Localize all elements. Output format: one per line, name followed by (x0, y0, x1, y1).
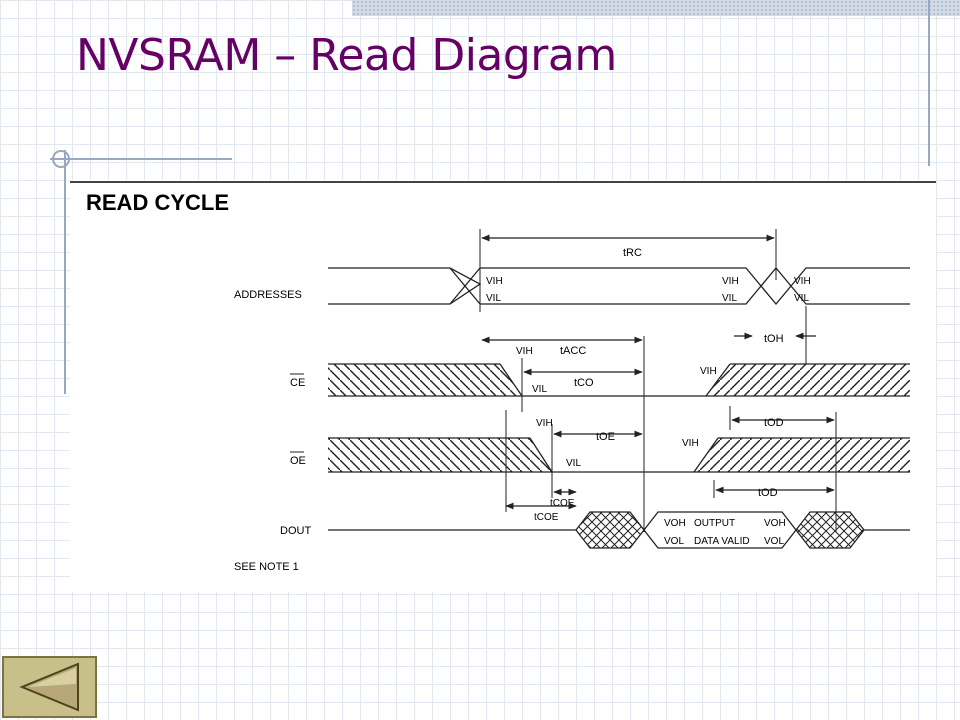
diagram-heading: READ CYCLE (86, 190, 229, 215)
read-cycle-diagram: READ CYCLE tRC ADDRESSES VIH VIL VIH VIL… (70, 180, 936, 592)
dout-transition-2 (795, 511, 865, 549)
toh-label: tOH (764, 333, 784, 345)
ce-vih-1: VIH (516, 346, 533, 357)
left-vertical-rule (64, 150, 66, 394)
addresses-wave-b (449, 267, 910, 306)
corner-circle-ornament (52, 150, 70, 168)
addr-vih-1: VIH (486, 276, 503, 287)
trc-label: tRC (623, 247, 642, 259)
left-triangle-icon (19, 662, 79, 712)
oe-fall (529, 437, 553, 473)
see-note-label: SEE NOTE 1 (234, 561, 299, 573)
back-button[interactable] (2, 656, 97, 718)
toe-label: tOE (596, 431, 615, 443)
tod1-label: tOD (764, 417, 784, 429)
right-vertical-rule (928, 0, 930, 166)
oe-hatch-right (694, 438, 910, 472)
tcoe-label-1: tCOE (550, 498, 575, 509)
tod2-label: tOD (758, 487, 778, 499)
addresses-wave-c (480, 266, 910, 305)
addr-vil-3: VIL (794, 293, 809, 304)
oe-hatch-left (328, 438, 552, 472)
oe-vil-1: VIL (566, 458, 581, 469)
addr-vih-2: VIH (722, 276, 739, 287)
ce-vih-2: VIH (700, 366, 717, 377)
oe-signal-label: OE (290, 455, 306, 467)
left-horizontal-rule (50, 158, 232, 160)
header-decoration-band (352, 0, 960, 16)
addresses-wave-a (328, 267, 482, 305)
ce-hatch-left (328, 364, 522, 396)
dout-vol-1: VOL (664, 536, 684, 547)
ce-fall (499, 363, 523, 397)
dout-output-label: OUTPUT (694, 518, 735, 529)
dout-voh-1: VOH (664, 518, 686, 529)
ce-signal-label: CE (290, 377, 305, 389)
tcoe-label-2: tCOE (534, 512, 559, 523)
addresses-signal-label: ADDRESSES (234, 289, 302, 301)
dout-vol-2: VOL (764, 536, 784, 547)
addr-vil-1: VIL (486, 293, 501, 304)
addr-vih-3: VIH (794, 276, 811, 287)
oe-vih-1: VIH (536, 418, 553, 429)
dout-voh-2: VOH (764, 518, 786, 529)
dout-transition-1 (575, 511, 645, 549)
dout-data-valid-label: DATA VALID (694, 536, 750, 547)
tco-label: tCO (574, 377, 594, 389)
slide-title: NVSRAM – Read Diagram (76, 30, 617, 81)
dout-signal-label: DOUT (280, 525, 311, 537)
ce-hatch-right (706, 364, 910, 396)
oe-vih-2: VIH (682, 438, 699, 449)
tacc-label: tACC (560, 345, 586, 357)
ce-vil-1: VIL (532, 384, 547, 395)
addr-vil-2: VIL (722, 293, 737, 304)
